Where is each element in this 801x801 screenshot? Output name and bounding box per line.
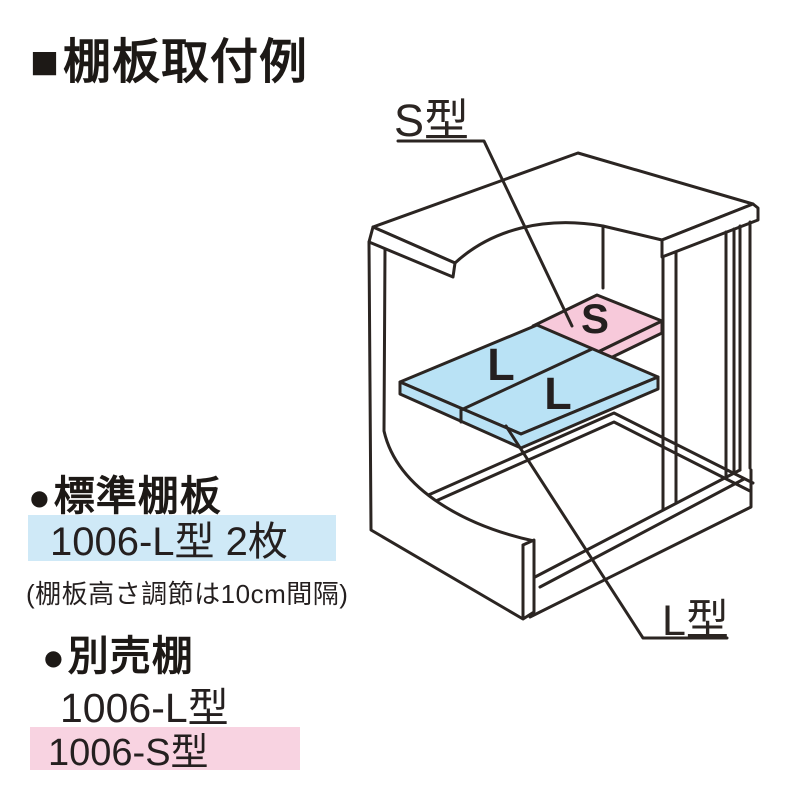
optional-shelf-label: 別売棚 <box>67 633 194 679</box>
page-title: ■棚板取付例 <box>30 22 308 92</box>
l-type-callout-label: L型 <box>662 597 729 645</box>
square-bullet-icon: ■ <box>30 36 60 89</box>
l-type-leader-line <box>504 424 729 640</box>
circle-bullet-icon: ● <box>42 636 66 678</box>
leader-lines <box>396 139 729 640</box>
standard-shelf-header: ●標準棚板 <box>28 462 222 522</box>
shelf-l1-letter: L <box>487 339 515 390</box>
shelf-s-letter: S <box>581 295 609 342</box>
cabinet-top <box>367 151 760 290</box>
standard-shelf-highlight: 1006-L型 2枚 <box>28 515 336 564</box>
standard-shelf-item: 1006-L型 2枚 <box>50 520 288 564</box>
s-type-leader-line <box>396 139 574 328</box>
optional-shelf-item-s: 1006-S型 <box>48 732 209 774</box>
shelf-l <box>398 323 660 450</box>
shelf-l2-letter: L <box>544 368 572 419</box>
standard-shelf-label: 標準棚板 <box>53 473 222 519</box>
shelf-height-note: (棚板高さ調節は10cm間隔) <box>26 579 349 609</box>
circle-bullet-icon: ● <box>28 476 52 518</box>
optional-shelf-item-l: 1006-L型 <box>60 685 229 731</box>
floor-rails <box>406 411 755 619</box>
s-type-callout-label: S型 <box>394 95 470 146</box>
optional-shelf-header: ●別売棚 <box>42 622 194 682</box>
left-wall <box>367 240 536 621</box>
page-title-text: 棚板取付例 <box>63 36 309 89</box>
optional-shelf-highlight: 1006-S型 <box>30 727 300 774</box>
right-frame-columns <box>661 220 752 512</box>
